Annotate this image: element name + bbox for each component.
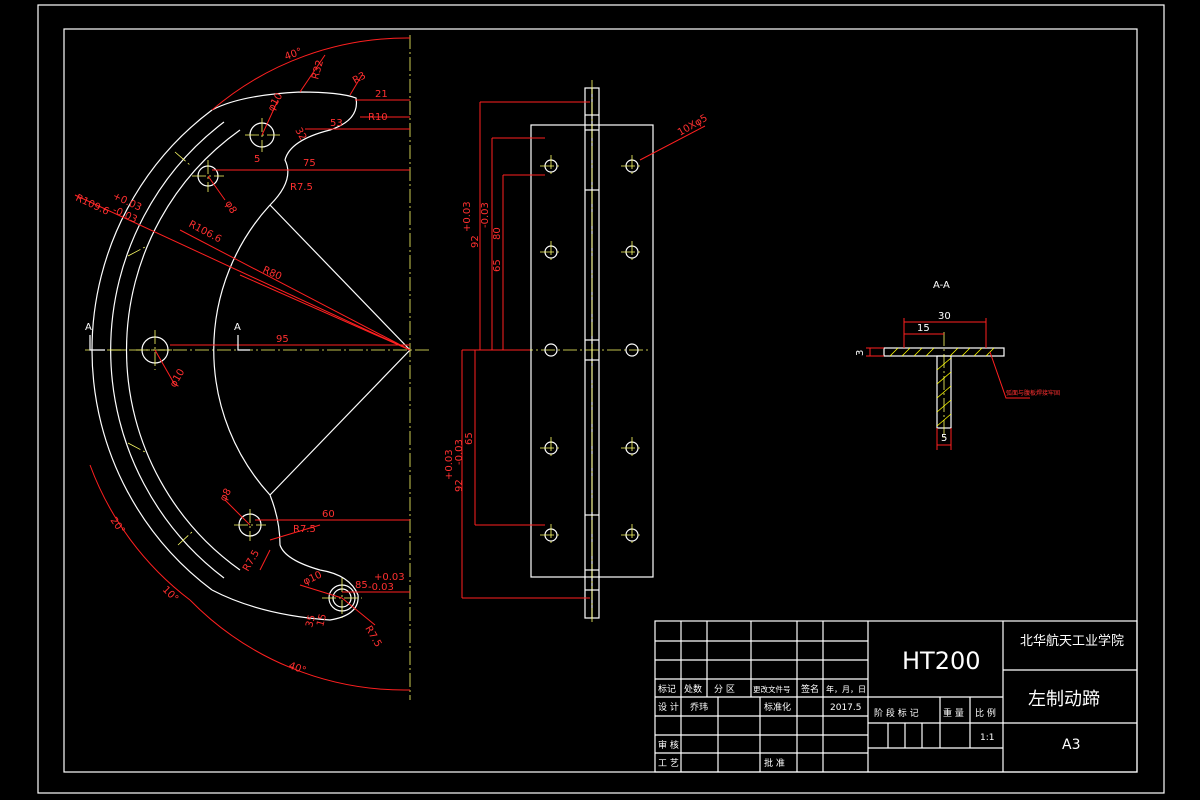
dim-side-65-top: 65 <box>492 259 503 272</box>
header-change-doc: 更改文件号 <box>753 684 791 694</box>
front-view <box>74 35 430 700</box>
approve-label: 批 准 <box>764 757 785 769</box>
section-note: 弧面与腹板焊接牢固 <box>1006 389 1060 397</box>
weight-label: 重 量 <box>943 707 964 719</box>
dim-5: 5 <box>254 154 260 165</box>
stage-label: 阶 段 标 记 <box>874 707 919 719</box>
part-name: 左制动蹄 <box>1028 689 1100 710</box>
school-name: 北华航天工业学院 <box>1020 633 1124 649</box>
section-dim-3: 3 <box>855 350 866 356</box>
dim-r75-bot: R7.5 <box>293 524 316 535</box>
dim-side-tol-top-minus: -0.03 <box>480 202 491 228</box>
outer-border <box>37 4 1165 794</box>
section-mark-right: A <box>234 322 241 333</box>
dim-angle-top: 40° <box>283 46 303 62</box>
material-code: HT200 <box>902 647 981 675</box>
dim-53: 53 <box>330 118 343 129</box>
header-mark: 标记 <box>658 683 676 695</box>
dim-angle-bottom: 40° <box>287 660 307 676</box>
dim-r75-bot2: R7.5 <box>241 548 262 573</box>
dim-r75-bot3: R7.5 <box>362 624 383 649</box>
dim-r10: R10 <box>368 112 388 123</box>
section-dim-5: 5 <box>941 433 947 444</box>
section-mark-left: A <box>85 322 92 333</box>
dim-r106: R106.6 <box>187 219 224 245</box>
dim-side-65-bot: 65 <box>464 432 475 445</box>
dim-phi10-bot: φ10 <box>302 570 324 588</box>
dim-r80: R80 <box>261 265 283 283</box>
dim-21: 21 <box>375 89 388 100</box>
dim-angle-10: 10° <box>160 584 180 604</box>
dim-side-tol-top-plus: +0.03 <box>462 201 473 232</box>
dim-r3: R3 <box>351 70 368 86</box>
section-view <box>866 318 1030 450</box>
dim-phi8-top: φ8 <box>222 199 238 216</box>
dim-tol-85-plus: +0.03 <box>374 572 405 583</box>
design-label: 设 计 <box>658 701 679 713</box>
dim-side-80: 80 <box>492 227 503 240</box>
dim-95: 95 <box>276 334 289 345</box>
scale-value: 1:1 <box>980 733 994 743</box>
header-sign: 签名 <box>801 683 819 695</box>
section-dim-30: 30 <box>938 311 951 322</box>
dim-r109: R109.6 <box>74 193 111 218</box>
dim-phi8-bot: φ8 <box>218 487 234 504</box>
section-title: A-A <box>933 280 950 291</box>
process-label: 工 艺 <box>658 758 679 769</box>
dim-60: 60 <box>322 509 335 520</box>
scale-label: 比 例 <box>975 707 996 719</box>
dim-15: 15 <box>315 613 329 628</box>
dim-side-tol-bot-plus: +0.03 <box>444 449 455 480</box>
date-value: 2017.5 <box>830 703 862 713</box>
sheet-size: A3 <box>1062 737 1080 753</box>
designer-name: 乔玮 <box>690 701 708 713</box>
header-count: 处数 <box>684 683 702 695</box>
dim-angle-20: 20° <box>108 515 127 536</box>
dim-75: 75 <box>303 158 316 169</box>
inner-border <box>63 28 1138 773</box>
dim-side-92-bot: 92 <box>454 479 465 492</box>
dim-32: 32 <box>292 126 308 143</box>
section-dim-15: 15 <box>917 323 930 334</box>
dim-side-tol-bot-minus: -0.03 <box>454 439 465 465</box>
header-zone: 分 区 <box>714 684 735 695</box>
dim-phi10-mid: φ10 <box>168 367 187 389</box>
review-label: 审 核 <box>658 739 679 751</box>
dim-side-92-top: 92 <box>470 235 481 248</box>
dim-tol-85-minus: -0.03 <box>368 582 394 593</box>
dim-35: 35 <box>304 614 318 629</box>
dim-85: 85 <box>355 580 368 591</box>
header-date: 年，月，日 <box>826 684 866 694</box>
standardize-label: 标准化 <box>764 701 791 713</box>
side-view <box>461 80 706 625</box>
title-block <box>654 620 1138 773</box>
dim-r32: R32 <box>310 59 326 81</box>
dim-r75-top: R7.5 <box>290 182 313 193</box>
